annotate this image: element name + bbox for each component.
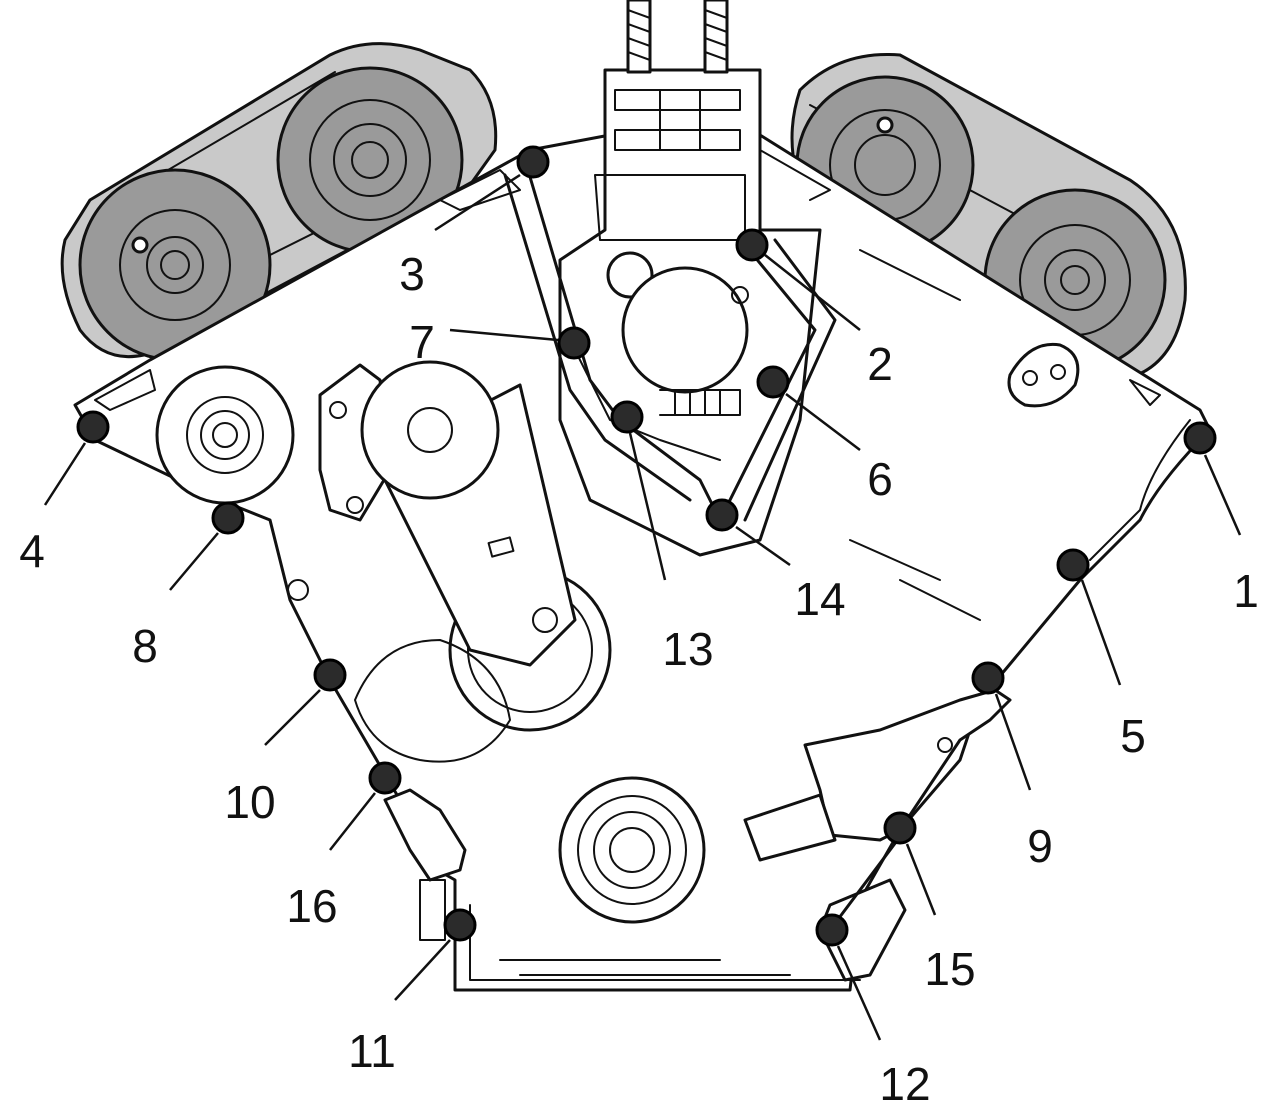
bolt-15: 15 (883, 811, 976, 995)
bolt-16: 16 (286, 761, 402, 932)
bolt-5: 5 (1056, 548, 1146, 762)
bolt-label-16: 16 (286, 880, 337, 932)
left-lower-cam-sprocket (78, 168, 272, 362)
bolt-1: 1 (1183, 421, 1259, 617)
bolt-label-5: 5 (1120, 710, 1146, 762)
bolt-2: 2 (735, 228, 893, 390)
bolt-label-1: 1 (1233, 565, 1259, 617)
idler-pulley (155, 365, 295, 505)
central-housing (558, 0, 822, 557)
bolt-label-15: 15 (924, 943, 975, 995)
bolt-4: 4 (19, 410, 110, 577)
bolt-label-10: 10 (224, 776, 275, 828)
right-cover-details (1007, 342, 1191, 561)
bolt-14: 14 (705, 498, 846, 625)
bolt-10: 10 (224, 658, 347, 828)
bolt-label-9: 9 (1027, 820, 1053, 872)
bolt-13: 13 (610, 400, 714, 675)
bolt-label-2: 2 (867, 338, 893, 390)
bolt-11: 11 (348, 908, 477, 1077)
bolt-8: 8 (132, 501, 245, 672)
bolt-3: 3 (399, 145, 550, 300)
bolt-label-4: 4 (19, 525, 45, 577)
bolt-12: 12 (815, 913, 931, 1110)
belt-tensioner (318, 360, 612, 763)
bolt-7: 7 (409, 316, 591, 368)
bolt-label-8: 8 (132, 620, 158, 672)
crankshaft-pulley (558, 776, 706, 924)
bolt-label-12: 12 (879, 1058, 930, 1110)
bolt-label-13: 13 (662, 623, 713, 675)
left-upper-cam-sprocket (276, 66, 464, 254)
bolt-6: 6 (756, 365, 893, 505)
bolt-label-14: 14 (794, 573, 845, 625)
bolt-label-7: 7 (409, 316, 435, 368)
bolt-9: 9 (971, 661, 1053, 872)
bolt-label-3: 3 (399, 248, 425, 300)
bolt-label-6: 6 (867, 453, 893, 505)
bolt-label-11: 11 (348, 1025, 396, 1077)
lower-left-bracket (287, 579, 467, 941)
